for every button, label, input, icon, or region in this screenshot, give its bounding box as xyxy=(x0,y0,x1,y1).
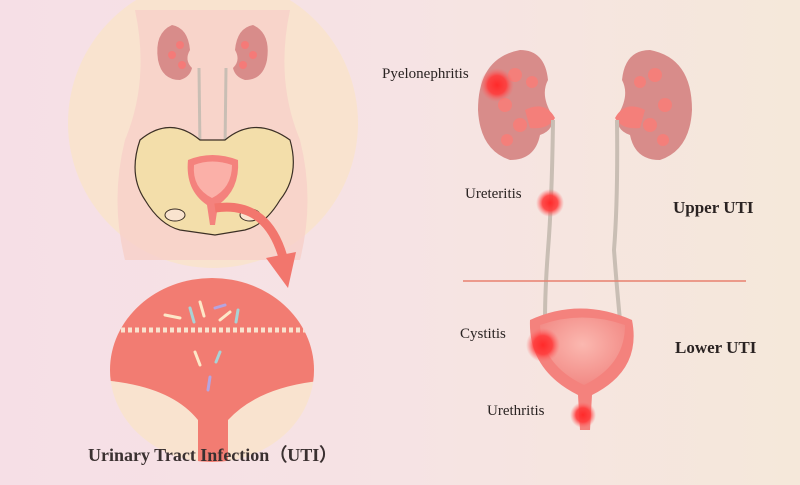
label-pyelonephritis: Pyelonephritis xyxy=(382,66,469,82)
infection-urethritis xyxy=(570,402,596,428)
diagram-title: Urinary Tract Infection（UTI） xyxy=(88,445,338,465)
infection-pyelonephritis xyxy=(480,68,514,102)
label-ureteritis: Ureteritis xyxy=(465,186,522,202)
label-urethritis: Urethritis xyxy=(487,403,545,419)
infection-cystitis xyxy=(526,328,560,362)
kidney-right-icon xyxy=(615,50,692,160)
ureter-right xyxy=(611,119,622,321)
infection-ureteritis xyxy=(536,189,564,217)
ureter-left xyxy=(543,119,555,321)
label-cystitis: Cystitis xyxy=(460,326,506,342)
urethra-closeup xyxy=(110,278,314,462)
body-overview xyxy=(68,0,358,288)
label-upper-uti: Upper UTI xyxy=(673,198,754,217)
arrow-icon xyxy=(214,202,290,267)
label-lower-uti: Lower UTI xyxy=(675,338,757,357)
kidney-small-icon xyxy=(157,25,268,80)
kidney-left-icon xyxy=(478,50,555,160)
